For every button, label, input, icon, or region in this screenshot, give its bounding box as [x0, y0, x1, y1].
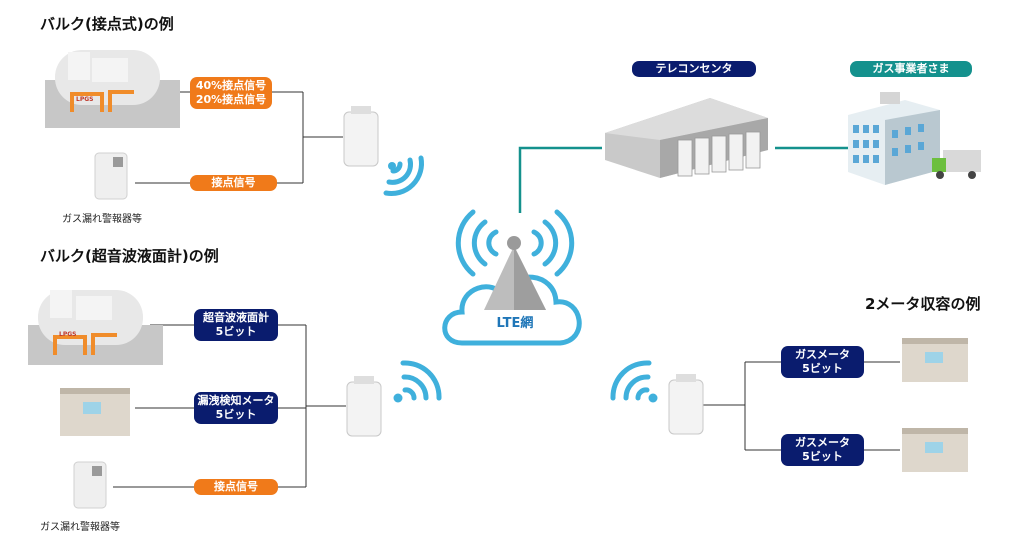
telecon-center-text: テレコンセンタ [655, 62, 733, 75]
contact-signal-label: 接点信号 [190, 175, 277, 191]
contact-signal-text: 接点信号 [214, 480, 258, 493]
contact-signal-text: 接点信号 [211, 176, 256, 189]
leak-meter-bits: 5ビット [215, 408, 257, 421]
gas-meter-2-text: ガスメータ [795, 436, 850, 449]
telecon-center-label: テレコンセンタ [632, 61, 756, 77]
contact-signal-percent-label: 40%接点信号 20%接点信号 [190, 77, 272, 109]
leak-meter-text: 漏洩検知メータ [197, 394, 275, 407]
contact-signal-label: 接点信号 [194, 479, 278, 495]
office-building-icon [848, 92, 940, 185]
section-title-bulk-ultrasonic: バルク(超音波液面計)の例 [40, 247, 219, 265]
level-meter-text: 超音波液面計 [203, 311, 269, 324]
wireless-wave-icon [383, 155, 424, 196]
leak-detect-meter-label: 漏洩検知メータ 5ビット [194, 392, 278, 424]
gas-meter-icon [60, 388, 130, 436]
tank-label: LPGS [59, 331, 77, 338]
gas-company-label: ガス事業者さま [850, 61, 972, 77]
gas-alarm-icon [94, 152, 128, 200]
section-title-two-meter: 2メータ収容の例 [865, 295, 981, 313]
tank-label: LPGS [76, 96, 94, 103]
section-title-bulk-contact: バルク(接点式)の例 [40, 15, 174, 33]
gas-meter-2-label: ガスメータ 5ビット [781, 434, 864, 466]
level-meter-bits: 5ビット [215, 325, 257, 338]
lpg-tank-icon [45, 50, 180, 128]
terminal-unit-icon [343, 106, 379, 167]
lte-network-label: LTE網 [496, 316, 534, 331]
truck-icon [932, 150, 981, 179]
datacenter-icon [605, 98, 768, 178]
signal-20-label: 20%接点信号 [195, 93, 267, 106]
gas-meter-1-bits: 5ビット [802, 362, 843, 375]
tower-wave-icon [455, 209, 575, 277]
gas-meter-1-text: ガスメータ [795, 348, 850, 361]
lte-tower-icon [484, 236, 546, 310]
alarm-caption: ガス漏れ警報器等 [62, 214, 142, 225]
ultrasonic-level-meter-label: 超音波液面計 5ビット [194, 309, 278, 341]
signal-40-label: 40%接点信号 [195, 79, 267, 92]
gas-meter-1-label: ガスメータ 5ビット [781, 346, 864, 378]
gas-company-text: ガス事業者さま [872, 62, 950, 75]
gas-meter-2-bits: 5ビット [802, 450, 843, 463]
alarm-caption: ガス漏れ警報器等 [40, 522, 120, 533]
